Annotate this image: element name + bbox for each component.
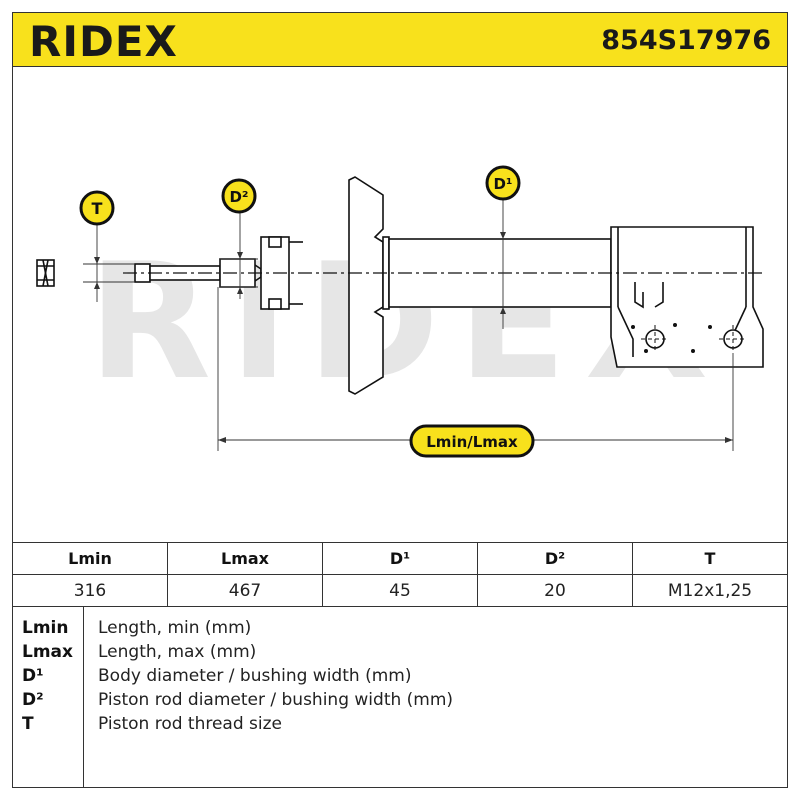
spec-value-d1: 45 [322,574,478,607]
spring-seat [348,176,384,395]
spec-header-lmin: Lmin [12,542,168,575]
brand-logo: RIDEX [29,17,178,66]
legend-key: Lmin [22,618,69,638]
spec-table: Lmin Lmax D¹ D² T 316 467 45 20 M12x1,25 [12,542,788,607]
legend-row-d1: D¹ Body diameter / bushing width (mm) [12,666,788,690]
legend-row-t: T Piston rod thread size [12,714,788,738]
callout-d1-label: D¹ [493,175,512,193]
legend-key: D¹ [22,666,44,686]
shock-absorber-drawing: RIDEX [36,165,765,458]
legend-key: T [22,714,34,734]
callout-t: T [79,190,115,226]
callout-t-label: T [92,199,103,218]
header-bar: RIDEX 854S17976 [13,13,787,67]
spec-value-d2: 20 [477,574,633,607]
legend-key: D² [22,690,44,710]
spec-header-row: Lmin Lmax D¹ D² T [12,542,788,575]
legend-divider [83,606,84,788]
spec-header-lmax: Lmax [167,542,323,575]
spec-value-row: 316 467 45 20 M12x1,25 [12,574,788,607]
spec-value-lmax: 467 [167,574,323,607]
legend-key: Lmax [22,642,73,662]
legend-row-lmin: Lmin Length, min (mm) [12,618,788,642]
legend-desc: Piston rod diameter / bushing width (mm) [98,690,454,710]
spec-header-d2: D² [477,542,633,575]
legend-desc: Length, max (mm) [98,642,257,662]
callout-length-label: Lmin/Lmax [426,433,518,451]
callout-length: Lmin/Lmax [409,424,535,458]
callout-d2-label: D² [229,188,248,206]
legend: Lmin Length, min (mm) Lmax Length, max (… [12,606,788,788]
spec-header-d1: D¹ [322,542,478,575]
spec-value-t: M12x1,25 [632,574,788,607]
document-frame [12,12,788,788]
spec-value-lmin: 316 [12,574,168,607]
legend-desc: Body diameter / bushing width (mm) [98,666,412,686]
legend-row-d2: D² Piston rod diameter / bushing width (… [12,690,788,714]
legend-row-lmax: Lmax Length, max (mm) [12,642,788,666]
callout-d2: D² [221,178,257,214]
part-number: 854S17976 [601,25,771,56]
spec-header-t: T [632,542,788,575]
callout-d1: D¹ [485,165,521,201]
legend-desc: Piston rod thread size [98,714,283,734]
legend-desc: Length, min (mm) [98,618,252,638]
